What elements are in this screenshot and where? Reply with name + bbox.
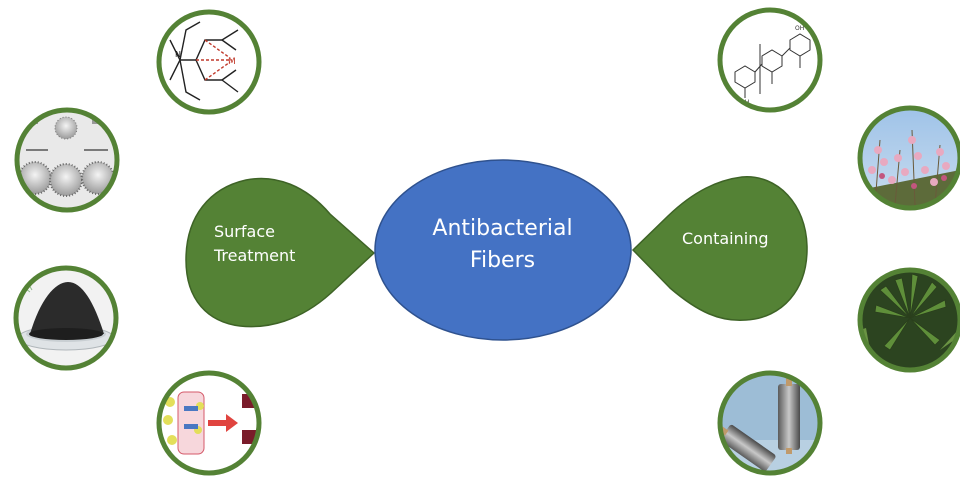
- surface-treatment-node[interactable]: [185, 177, 376, 328]
- flowers-icon: [857, 105, 960, 211]
- yarn-spool-icon: [717, 370, 823, 476]
- svg-text:OH: OH: [795, 25, 804, 32]
- process-schematic-icon: [156, 370, 262, 476]
- hemp-leaf-icon: [857, 267, 960, 373]
- powder-icon: [13, 265, 119, 371]
- chelate-structure-icon: N M: [156, 9, 262, 115]
- nanoparticle-icon: [14, 107, 120, 213]
- antibacterial-fibers-node[interactable]: [374, 159, 632, 341]
- polymer-structure-icon: OH OH: [717, 7, 823, 113]
- svg-text:N: N: [175, 50, 181, 59]
- containing-node[interactable]: [631, 176, 808, 321]
- svg-text:M: M: [228, 57, 236, 67]
